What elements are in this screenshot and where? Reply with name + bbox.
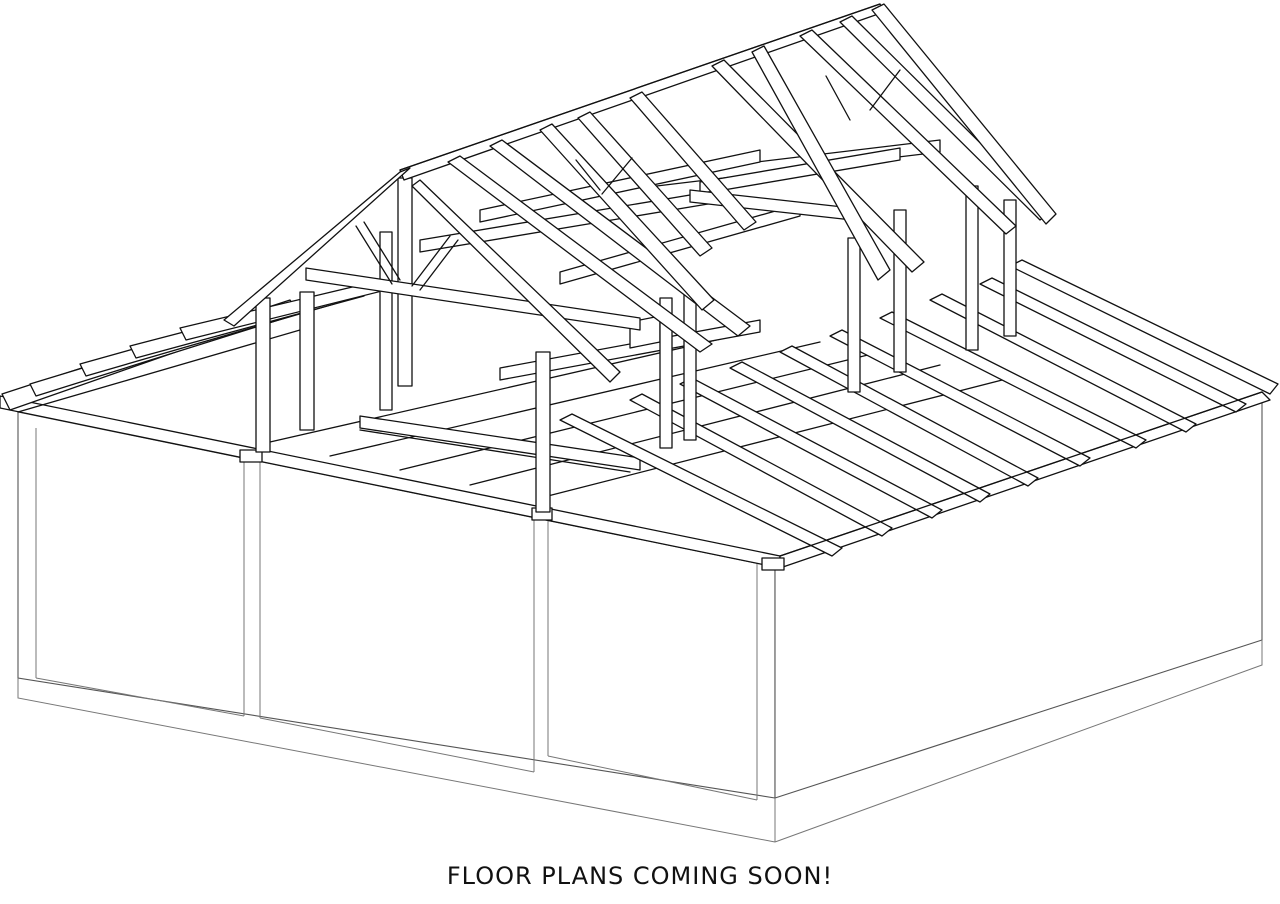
base-line-left <box>17 678 776 843</box>
left-shed-rafters <box>1 277 395 413</box>
truss-braces <box>355 69 901 291</box>
ridge <box>399 3 881 171</box>
wall-panel-lines <box>35 428 758 801</box>
base-line-right <box>774 640 1263 843</box>
floor-plans-caption: FLOOR PLANS COMING SOON! <box>446 862 834 890</box>
gable-rafters-left <box>223 3 1057 383</box>
building-walls <box>17 401 1263 843</box>
